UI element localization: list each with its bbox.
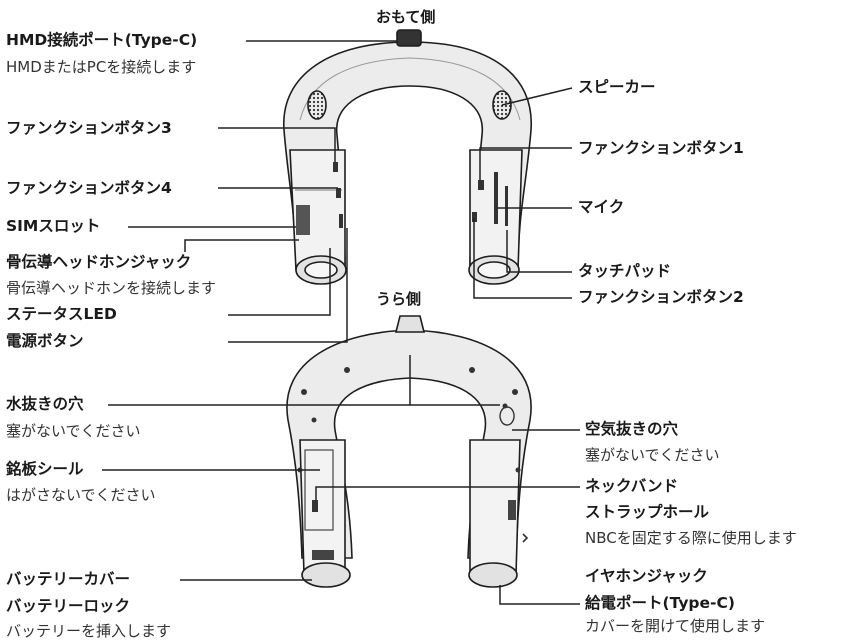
function-button-2-label: ファンクションボタン2 bbox=[578, 288, 744, 306]
hmd-port-label: HMD接続ポート(Type-C) bbox=[6, 31, 198, 49]
back-device-illustration bbox=[286, 315, 532, 588]
charging-port-description: カバーを開けて使用します bbox=[585, 617, 766, 635]
strap-hole-description: NBCを固定する際に使用します bbox=[585, 529, 797, 547]
drain-hole-label: 水抜きの穴 bbox=[6, 395, 84, 413]
battery-cover-label: バッテリーカバー bbox=[6, 570, 131, 588]
earphone-jack-label: イヤホンジャック bbox=[585, 567, 708, 585]
status-led-label: ステータスLED bbox=[6, 305, 117, 323]
front-side-heading: おもて側 bbox=[376, 8, 436, 26]
strap-hole-label: ストラップホール bbox=[585, 503, 710, 521]
air-vent-label: 空気抜きの穴 bbox=[585, 420, 679, 438]
power-button-label: 電源ボタン bbox=[6, 332, 84, 350]
nameplate-description: はがさないでください bbox=[6, 486, 156, 504]
function-button-3-label: ファンクションボタン3 bbox=[6, 119, 172, 137]
bone-conduction-jack-label: 骨伝導ヘッドホンジャック bbox=[6, 253, 192, 271]
nameplate-label: 銘板シール bbox=[6, 460, 84, 478]
speaker-label: スピーカー bbox=[578, 78, 656, 96]
charging-port-label: 給電ポート(Type-C) bbox=[585, 594, 735, 612]
leader-lines bbox=[102, 40, 580, 605]
touchpad-label: タッチパッド bbox=[578, 262, 672, 280]
battery-description: バッテリーを挿入します bbox=[6, 622, 172, 640]
microphone-label: マイク bbox=[578, 198, 625, 216]
neckband-label: ネックバンド bbox=[585, 477, 679, 495]
bone-conduction-jack-description: 骨伝導ヘッドホンを接続します bbox=[6, 279, 217, 297]
back-side-heading: うら側 bbox=[376, 290, 422, 308]
air-vent-description: 塞がないでください bbox=[585, 446, 720, 464]
function-button-4-label: ファンクションボタン4 bbox=[6, 179, 172, 197]
front-device-illustration bbox=[283, 29, 532, 285]
battery-lock-label: バッテリーロック bbox=[6, 597, 131, 615]
hmd-port-description: HMDまたはPCを接続します bbox=[6, 58, 197, 76]
function-button-1-label: ファンクションボタン1 bbox=[578, 139, 744, 157]
sim-slot-label: SIMスロット bbox=[6, 217, 101, 235]
drain-hole-description: 塞がないでください bbox=[6, 422, 141, 440]
